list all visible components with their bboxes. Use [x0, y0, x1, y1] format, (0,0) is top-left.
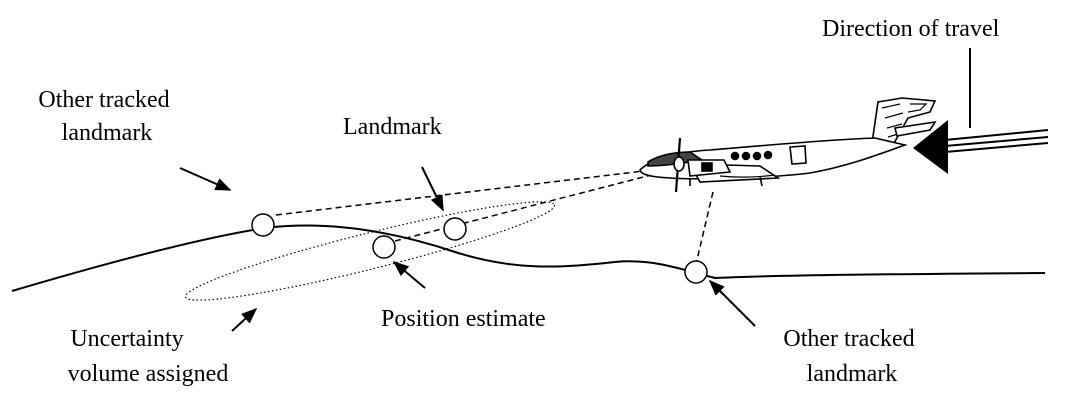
sight-line-left-landmark [275, 169, 653, 216]
other-tracked-landmark-left-line1: Other tracked [38, 87, 169, 113]
position-estimate-label: Position estimate [381, 306, 546, 332]
other-tracked-landmark-left-marker [251, 213, 275, 237]
position-estimate-marker [372, 235, 396, 259]
uncertainty-volume-line2: volume assigned [68, 361, 229, 387]
arrow-to-right-landmark [708, 279, 756, 327]
arrow-to-position-estimate [392, 260, 426, 289]
other-tracked-landmark-left-line2: landmark [62, 120, 153, 146]
landmark-marker [443, 217, 467, 241]
aircraft-illustration [639, 97, 937, 193]
arrow-to-left-landmark [179, 167, 232, 191]
sight-line-right-landmark [695, 191, 714, 265]
uncertainty-volume-label: Uncertainty volume assigned [68, 326, 229, 387]
arrow-to-landmark [421, 166, 444, 212]
landmark-label: Landmark [343, 114, 442, 140]
arrow-to-uncertainty-volume [231, 307, 258, 332]
other-tracked-landmark-right-line1: Other tracked [783, 326, 914, 352]
pointer-arrows [179, 166, 756, 332]
other-tracked-landmark-right-marker [684, 260, 708, 284]
direction-of-travel-label: Direction of travel [822, 16, 1000, 42]
terrain-profile-line [11, 224, 1046, 292]
uncertainty-volume-line1: Uncertainty [70, 326, 183, 352]
sight-lines [275, 169, 714, 265]
other-tracked-landmark-right-line2: landmark [807, 361, 898, 387]
other-tracked-landmark-right-label: Other tracked landmark [783, 326, 920, 387]
other-tracked-landmark-left-label: Other tracked landmark [38, 87, 175, 146]
uncertainty-ellipse [184, 201, 556, 301]
sight-line-position-estimate [394, 173, 656, 242]
direction-of-travel-arrow [913, 48, 1049, 174]
